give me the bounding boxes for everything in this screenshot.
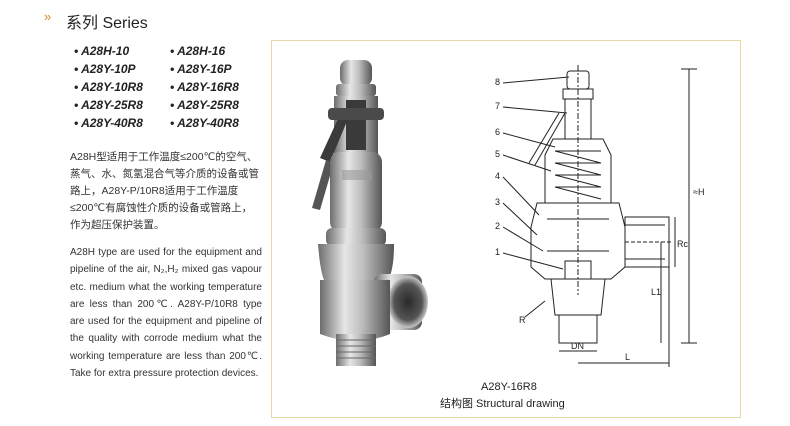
drawing-model-caption: A28Y-16R8: [481, 381, 537, 393]
part-number: 6: [495, 127, 500, 137]
part-number: 3: [495, 197, 500, 207]
model-column-left: • A28H-10 • A28Y-10P • A28Y-10R8 • A28Y-…: [74, 42, 143, 132]
model-item: • A28H-10: [74, 44, 130, 58]
dim-rc-label: Rc: [677, 239, 688, 249]
valve-photo: [312, 60, 428, 366]
model-item: • A28Y-40R8: [74, 116, 143, 130]
model-column-right: • A28H-16 • A28Y-16P • A28Y-16R8 • A28Y-…: [170, 42, 239, 132]
dim-l1-label: L1: [651, 287, 661, 297]
model-item: • A28Y-25R8: [74, 98, 143, 112]
description-chinese: A28H型适用于工作温度≤200℃的空气、蒸气、水、氮氢混合气等介质的设备或管路…: [70, 151, 259, 231]
dim-l-label: L: [625, 352, 630, 362]
model-item: • A28Y-10R8: [74, 80, 143, 94]
section-title: 系列 Series: [66, 15, 148, 32]
part-number: 1: [495, 247, 500, 257]
part-number: 2: [495, 221, 500, 231]
part-number: 5: [495, 149, 500, 159]
part-number: 4: [495, 171, 500, 181]
model-item: • A28H-16: [170, 44, 226, 58]
model-item: • A28Y-16R8: [170, 80, 239, 94]
part-number: 8: [495, 77, 500, 87]
dim-r-label: R: [519, 315, 526, 325]
structural-drawing: 8 7 6 5 4 3 2 1 ≈H L1 Rc DN L R: [495, 65, 704, 367]
header-bullet-icon: »: [44, 9, 51, 24]
model-item: • A28Y-16P: [170, 62, 232, 76]
part-number: 7: [495, 101, 500, 111]
drawing-title-caption: 结构图 Structural drawing: [440, 398, 565, 410]
dim-h-label: ≈H: [693, 187, 704, 197]
model-item: • A28Y-40R8: [170, 116, 239, 130]
dim-dn-label: DN: [571, 341, 584, 351]
product-frame: [271, 40, 741, 418]
model-item: • A28Y-25R8: [170, 98, 239, 112]
model-item: • A28Y-10P: [74, 62, 136, 76]
description-english: A28H type are used for the equipment and…: [70, 247, 262, 380]
